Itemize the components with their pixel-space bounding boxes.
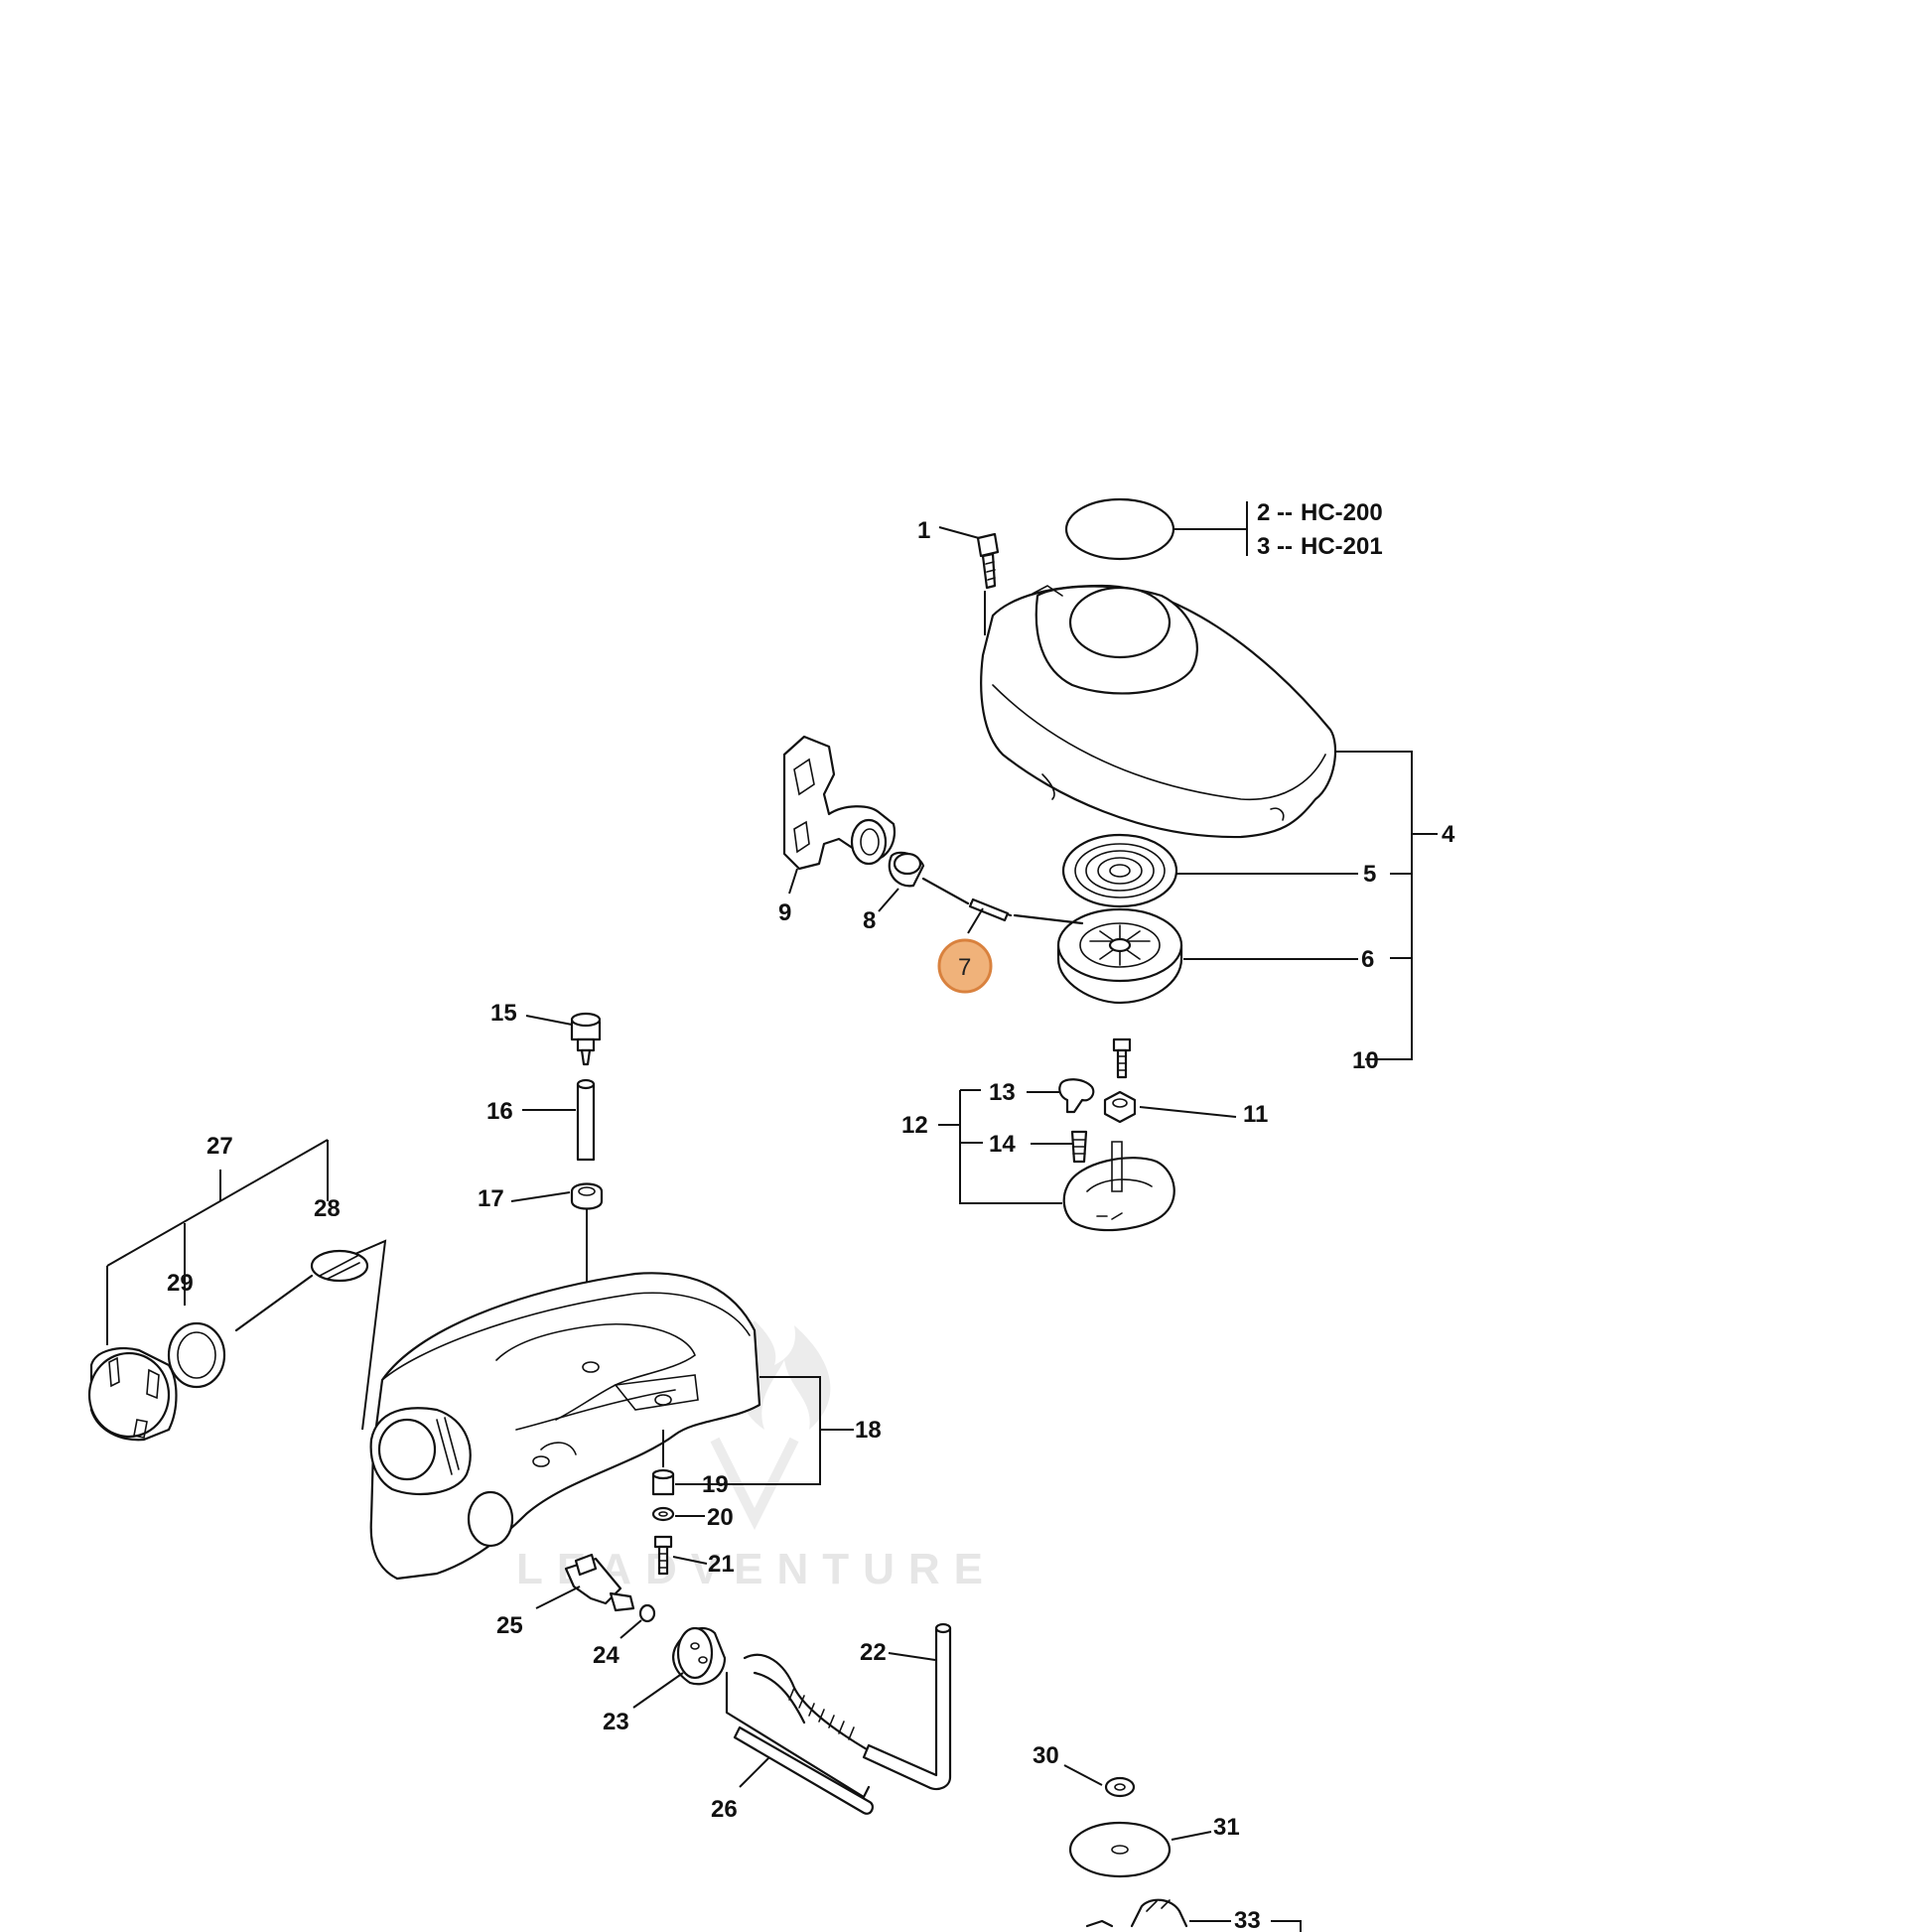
part-31-plate[interactable]	[1068, 1821, 1172, 1878]
part-26-return-hose[interactable]	[725, 1671, 874, 1815]
callout-5: 5	[1363, 861, 1376, 888]
callout-12: 12	[901, 1112, 928, 1139]
callout-3-model: HC-201	[1301, 533, 1383, 560]
part-10-screw[interactable]	[1112, 1037, 1132, 1079]
leader-27	[106, 1139, 387, 1431]
callout-11: 11	[1243, 1101, 1268, 1128]
callout-27: 27	[207, 1133, 233, 1160]
callout-3-separator: --	[1277, 533, 1293, 560]
leader-31	[1171, 1831, 1212, 1841]
leader-26	[739, 1756, 770, 1788]
part-12-ratchet-assembly[interactable]	[1062, 1141, 1175, 1232]
leader-23	[632, 1672, 684, 1709]
leader-11	[1139, 1106, 1237, 1118]
callout-25: 25	[496, 1612, 523, 1639]
callout-20: 20	[707, 1504, 734, 1531]
callout-2: 2	[1257, 499, 1270, 526]
callout-7-highlight[interactable]: 7	[937, 938, 993, 994]
part-29-gasket[interactable]	[167, 1321, 226, 1389]
leader-21	[672, 1556, 708, 1565]
part-11-nut[interactable]	[1103, 1090, 1137, 1124]
leader-4	[1335, 751, 1438, 1060]
leader-9	[788, 868, 798, 895]
part-8-rope-guide[interactable]	[888, 851, 925, 888]
part-5-recoil-spring[interactable]	[1061, 833, 1178, 908]
leader-7	[967, 907, 984, 934]
callout-13: 13	[989, 1079, 1016, 1106]
part-6-rope-pulley[interactable]	[1056, 907, 1183, 1005]
part-18-fuel-tank[interactable]	[369, 1272, 761, 1581]
leader-15	[525, 1015, 573, 1026]
callout-4: 4	[1442, 821, 1455, 848]
callout-7: 7	[958, 954, 971, 981]
leader-17	[510, 1191, 571, 1202]
part-7-rope-segment[interactable]	[968, 897, 1010, 922]
part-15-vent[interactable]	[570, 1012, 602, 1066]
part-28-retainer[interactable]	[234, 1249, 369, 1332]
leader-8	[878, 888, 899, 912]
callout-31: 31	[1213, 1814, 1240, 1841]
callout-16: 16	[486, 1098, 513, 1125]
leader-18	[699, 1376, 854, 1485]
callout-19: 19	[702, 1471, 729, 1498]
leader-30	[1063, 1764, 1103, 1786]
part-21-screw[interactable]	[653, 1535, 673, 1576]
callout-33: 33	[1234, 1907, 1261, 1932]
callout-23: 23	[603, 1709, 629, 1735]
callout-9: 9	[778, 899, 791, 926]
part-2-3-disc[interactable]	[1064, 497, 1175, 561]
callout-17: 17	[478, 1185, 504, 1212]
callout-18: 18	[855, 1417, 882, 1444]
part-22-fuel-hose[interactable]	[743, 1622, 952, 1791]
leader-24	[620, 1619, 642, 1639]
callout-24: 24	[593, 1642, 620, 1669]
callout-14: 14	[989, 1131, 1016, 1158]
part-14-spring[interactable]	[1070, 1130, 1088, 1164]
callout-28: 28	[314, 1195, 341, 1222]
part-9-starter-handle[interactable]	[782, 735, 897, 871]
part-1-screw[interactable]	[976, 532, 1000, 590]
callout-26: 26	[711, 1796, 738, 1823]
callout-2-model: HC-200	[1301, 499, 1383, 526]
leader-2-3	[1173, 501, 1248, 556]
callout-2-separator: --	[1277, 499, 1293, 526]
leader-1	[938, 526, 986, 635]
part-24-washer[interactable]	[638, 1603, 656, 1623]
part-19-spacer[interactable]	[651, 1468, 675, 1496]
part-25-fitting[interactable]	[564, 1553, 635, 1612]
callout-21: 21	[708, 1551, 735, 1578]
leader-22	[888, 1652, 936, 1661]
callout-22: 22	[860, 1639, 887, 1666]
part-13-pawl[interactable]	[1058, 1078, 1095, 1114]
part-30-washer[interactable]	[1104, 1776, 1136, 1798]
callout-15: 15	[490, 1000, 517, 1027]
part-20-washer[interactable]	[651, 1506, 675, 1522]
leader-19	[662, 1430, 701, 1485]
callout-8: 8	[863, 907, 876, 934]
callout-6: 6	[1361, 946, 1374, 973]
part-4-starter-housing[interactable]	[980, 584, 1337, 839]
part-16-tube[interactable]	[576, 1078, 596, 1162]
callout-10: 10	[1352, 1047, 1379, 1074]
leader-12-bracket	[938, 1089, 1062, 1204]
callout-1: 1	[917, 517, 930, 544]
callout-3: 3	[1257, 533, 1270, 560]
part-17-grommet[interactable]	[570, 1182, 604, 1210]
part-27-fuel-cap[interactable]	[87, 1347, 178, 1442]
leader-25	[535, 1586, 581, 1609]
part-33-bracket[interactable]	[1085, 1898, 1188, 1928]
callout-29: 29	[167, 1270, 194, 1297]
callout-30: 30	[1033, 1742, 1059, 1769]
part-23-grommet[interactable]	[672, 1626, 727, 1686]
leader-33	[1189, 1920, 1302, 1932]
